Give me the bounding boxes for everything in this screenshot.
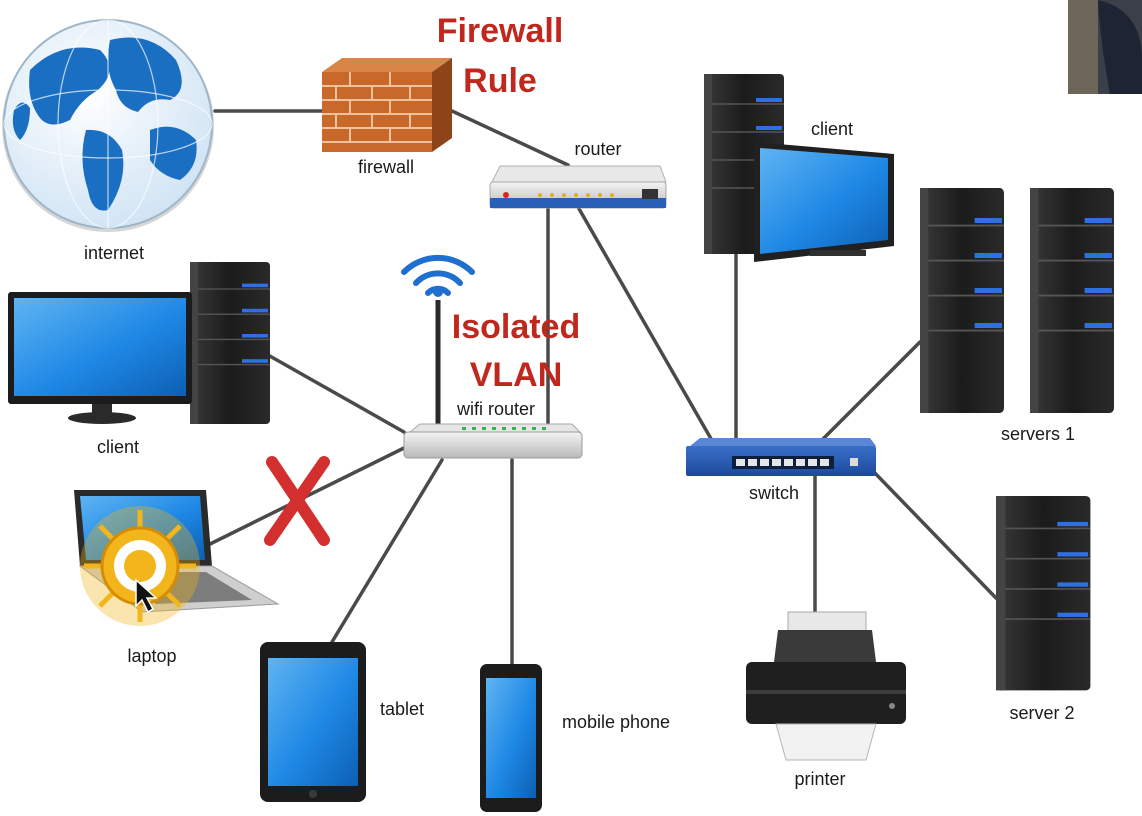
firewall-rule-heading-line1: Firewall (437, 12, 564, 50)
switch-label: switch (749, 483, 799, 503)
monitor-icon (754, 142, 894, 262)
wire-tablet-wifi (330, 458, 444, 644)
tower-server-icon (189, 261, 271, 425)
connections (206, 109, 998, 666)
client-top-label: client (811, 119, 853, 139)
wifi-router-node: wifi router (401, 254, 583, 459)
client-left-label: client (97, 437, 139, 457)
tower-server-icon (995, 495, 1092, 692)
tablet-label: tablet (380, 699, 424, 719)
cursor-icon (135, 578, 158, 614)
tower-server-icon (919, 187, 1005, 414)
isolated-vlan-heading-line2: VLAN (470, 356, 563, 394)
wifi-signal-icon (401, 254, 475, 297)
wire-switch-server2 (870, 468, 998, 600)
client-left-node: client (8, 261, 271, 457)
monitor-icon (8, 292, 192, 424)
servers1-node: servers 1 (919, 187, 1115, 444)
wire-firewall-router (450, 109, 570, 167)
router-icon (489, 165, 667, 209)
brick-firewall-icon (322, 58, 452, 152)
phone-icon (480, 664, 542, 812)
mobile-phone-node: mobile phone (480, 664, 670, 812)
wifi-router-label: wifi router (456, 399, 535, 419)
switch-icon (686, 438, 876, 476)
isolated-vlan-heading: Isolated VLAN (452, 308, 580, 394)
printer-icon (746, 611, 906, 761)
tablet-icon (260, 642, 366, 802)
wire-router-switch (576, 205, 716, 446)
wire-client-left-wifi (266, 353, 406, 434)
printer-node: printer (746, 611, 906, 789)
printer-label: printer (794, 769, 845, 789)
client-top-node: client (703, 73, 894, 262)
firewall-rule-heading-line2: Rule (463, 62, 537, 100)
laptop-label: laptop (127, 646, 176, 666)
tower-server-icon (1029, 187, 1115, 414)
internet-label: internet (84, 243, 144, 263)
router-icon (403, 423, 583, 459)
laptop-node: laptop (74, 490, 280, 666)
firewall-node: firewall (322, 58, 452, 177)
tablet-node: tablet (260, 642, 424, 802)
switch-node: switch (686, 438, 876, 503)
internet-node: internet (2, 19, 214, 263)
router-node: router (489, 139, 667, 209)
isolated-vlan-heading-line1: Isolated (452, 308, 580, 346)
server2-label: server 2 (1009, 703, 1074, 723)
firewall-rule-heading: Firewall Rule (437, 12, 564, 100)
servers1-label: servers 1 (1001, 424, 1075, 444)
mobile-phone-label: mobile phone (562, 712, 670, 732)
server2-node: server 2 (995, 495, 1092, 723)
virus-icon (80, 506, 200, 626)
webcam-thumbnail (1068, 0, 1142, 94)
firewall-label: firewall (358, 157, 414, 177)
router-label: router (574, 139, 621, 159)
blocked-x-icon (264, 456, 330, 546)
wire-servers1-switch (816, 340, 922, 446)
globe-icon (2, 19, 214, 232)
